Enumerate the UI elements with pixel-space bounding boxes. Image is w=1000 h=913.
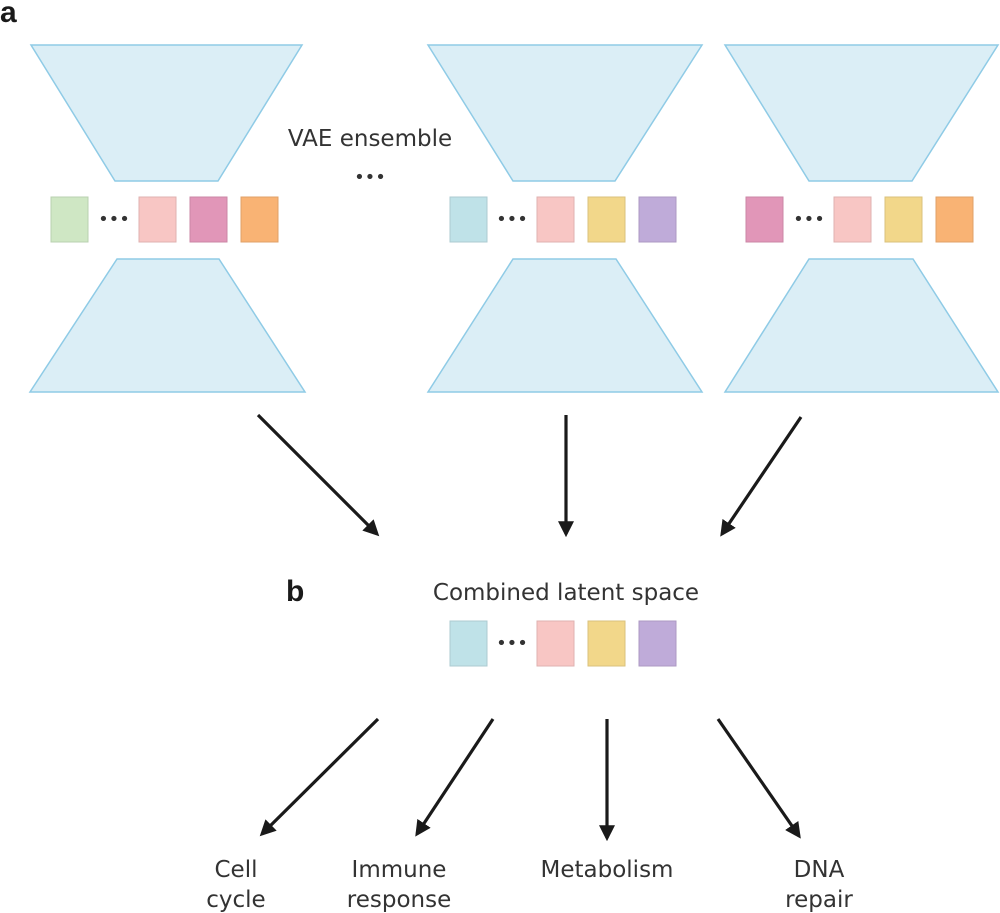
vae-2-latent-box-4 — [638, 196, 677, 243]
vae-1-encoder — [29, 44, 304, 182]
arrow-to-cell-cycle — [259, 717, 380, 837]
combined-latent-box-3 — [587, 620, 626, 667]
arrow-vae-3-to-combined — [720, 416, 803, 537]
arrow-to-immune-response — [415, 718, 495, 837]
ensemble-ellipsis: ••• — [354, 167, 386, 188]
vae-3-latent-box-3 — [884, 196, 923, 243]
category-immune-response-line2: response — [347, 887, 451, 913]
ensemble-label: VAE ensemble — [288, 126, 452, 152]
category-immune-response-line1: Immune — [352, 857, 447, 883]
vae-1-latent-box-2 — [138, 196, 177, 243]
vae-1-latent-ellipsis: ••• — [98, 209, 130, 230]
combined-latent-box-1 — [449, 620, 488, 667]
vae-3-latent-box-2 — [833, 196, 872, 243]
vae-1-latent-box-3 — [189, 196, 228, 243]
vae-2-encoder — [426, 44, 704, 182]
vae-2-latent-box-2 — [536, 196, 575, 243]
category-dna-repair-line1: DNA — [794, 857, 845, 883]
arrow-vae-1-to-combined — [256, 413, 380, 537]
vae-3: ••• — [723, 44, 1000, 393]
vae-1-latent-box-1 — [50, 196, 89, 243]
vae-3-decoder — [723, 258, 1000, 393]
category-metabolism-line1: Metabolism — [541, 857, 674, 883]
vae-1-decoder — [28, 258, 307, 393]
vae-1: ••• — [28, 44, 307, 393]
panel-label-a: a — [0, 0, 17, 29]
vae-2-decoder — [426, 258, 704, 393]
combined-vector: ••• — [449, 620, 677, 667]
combined-latent-box-2 — [536, 620, 575, 667]
vae-3-latent-box-1 — [745, 196, 784, 243]
vae-3-latent-ellipsis: ••• — [793, 209, 825, 230]
vae-2-latent-box-3 — [587, 196, 626, 243]
combined-latent-ellipsis: ••• — [496, 633, 528, 654]
category-cell-cycle-line2: cycle — [206, 887, 265, 913]
category-dna-repair-line2: repair — [785, 887, 853, 913]
combined-latent-box-4 — [638, 620, 677, 667]
arrow-to-dna-repair — [716, 718, 801, 839]
vae-2-latent-box-1 — [449, 196, 488, 243]
combined-label: Combined latent space — [433, 580, 699, 606]
vae-2-latent-ellipsis: ••• — [496, 209, 528, 230]
vae-3-latent-box-4 — [935, 196, 974, 243]
panel-label-b: b — [286, 575, 304, 608]
vae-1-latent-box-4 — [240, 196, 279, 243]
category-cell-cycle-line1: Cell — [215, 857, 258, 883]
vae-2: ••• — [426, 44, 704, 393]
vae-3-encoder — [723, 44, 1000, 182]
